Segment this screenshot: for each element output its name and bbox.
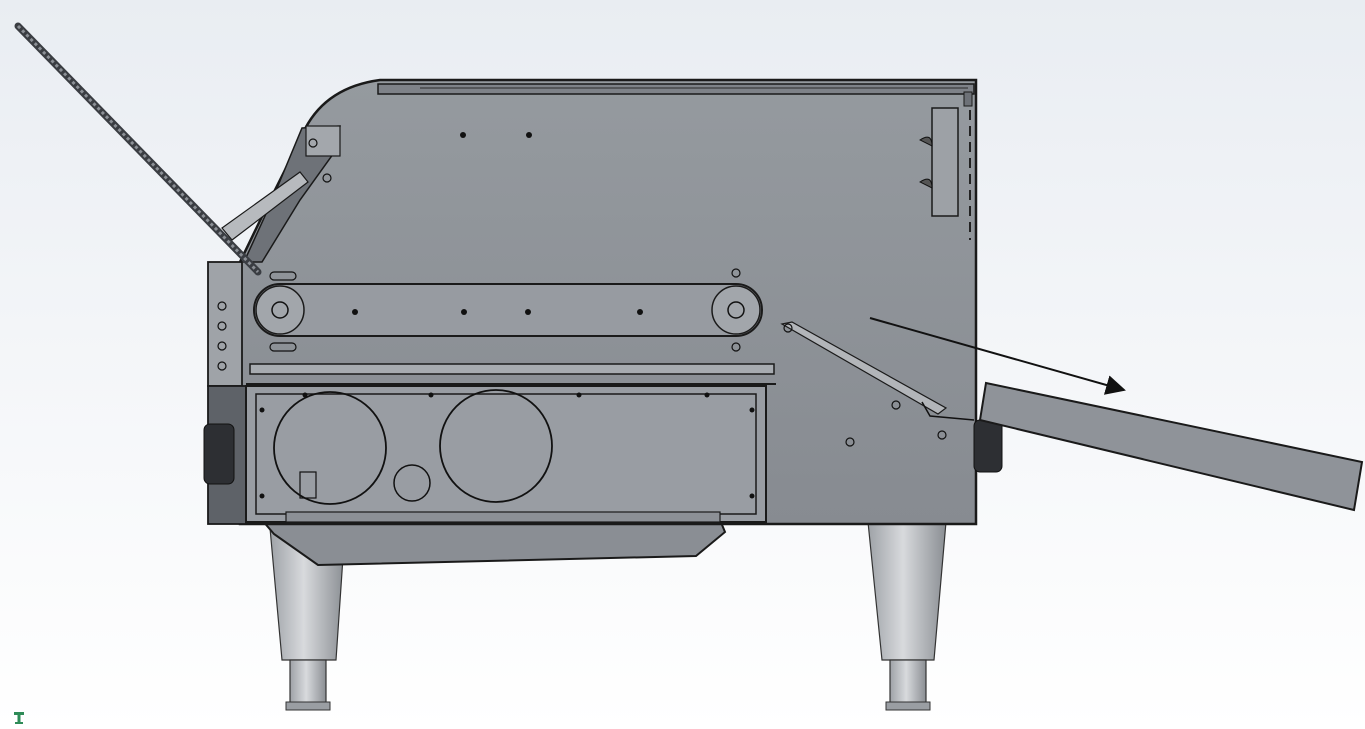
front-guard: [221, 125, 341, 263]
housing-fasteners: [460, 132, 532, 138]
axis-triad-icon: [14, 712, 24, 724]
middle-shelf: [246, 363, 776, 385]
bottom-tray: [259, 519, 727, 567]
right-bracket: [919, 107, 971, 240]
conveyor-belt: [253, 268, 763, 352]
lower-access-panel: [245, 385, 767, 523]
feed-rod: [14, 22, 262, 276]
top-rail: [377, 83, 975, 107]
right-leg: [867, 521, 947, 711]
exit-chute: [978, 381, 1364, 512]
control-side-panel: [203, 261, 247, 525]
exit-flow-arrow: [869, 317, 1126, 395]
exit-guide: [780, 321, 1003, 473]
